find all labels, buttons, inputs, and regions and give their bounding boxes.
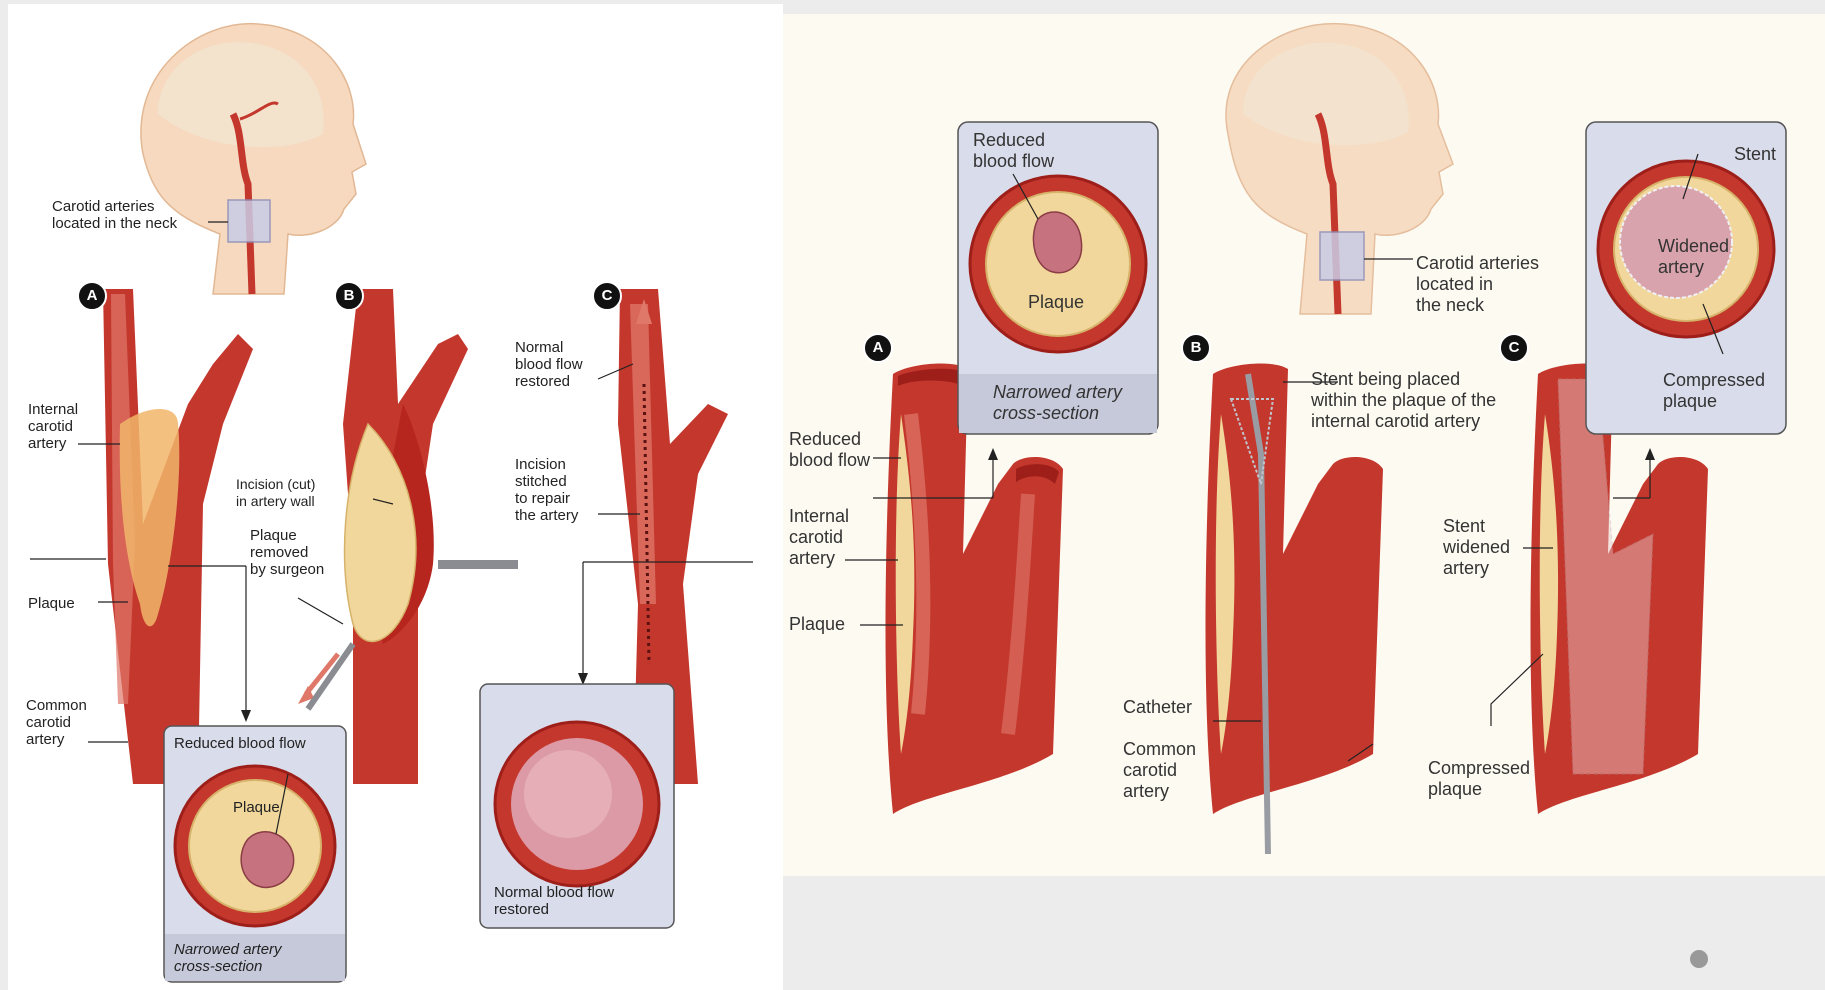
internal-carotid-label-left: Internal carotid artery bbox=[28, 401, 78, 452]
step-badge-c-right: C bbox=[1499, 333, 1529, 363]
catheter-label-right: Catheter bbox=[1123, 697, 1192, 718]
compressed-plaque-inset-label: Compressed plaque bbox=[1663, 370, 1765, 412]
stent-placed-label-right: Stent being placed within the plaque of … bbox=[1311, 369, 1496, 432]
head-label-right: Carotid arteries located in the neck bbox=[1416, 253, 1539, 316]
stent-widened-label-right: Stent widened artery bbox=[1443, 516, 1510, 579]
incision-stitched-label-left: Incision stitched to repair the artery bbox=[515, 456, 578, 524]
inset-a-caption-left: Narrowed artery cross-section bbox=[174, 941, 282, 975]
step-badge-a-left: A bbox=[77, 281, 107, 311]
inset-a-title-left: Reduced blood flow bbox=[174, 735, 306, 752]
common-carotid-label-right: Common carotid artery bbox=[1123, 739, 1196, 802]
inset-a-title-right: Reduced blood flow bbox=[973, 130, 1054, 172]
stent-label-right: Stent bbox=[1734, 144, 1776, 165]
normal-flow-label-left: Normal blood flow restored bbox=[515, 339, 583, 390]
internal-carotid-label-right: Internal carotid artery bbox=[789, 506, 849, 569]
artery-b-right bbox=[1206, 364, 1384, 854]
inset-a-caption-right: Narrowed artery cross-section bbox=[993, 382, 1122, 424]
step-badge-b-right: B bbox=[1181, 333, 1211, 363]
step-badge-a-right: A bbox=[863, 333, 893, 363]
inset-c-caption-left: Normal blood flow restored bbox=[494, 884, 614, 918]
endarterectomy-illustration bbox=[8, 4, 783, 990]
incision-label-left: Incision (cut) in artery wall bbox=[236, 476, 315, 510]
stenting-illustration bbox=[783, 14, 1825, 876]
plaque-label-right: Plaque bbox=[789, 614, 845, 635]
endarterectomy-panel: Carotid arteries located in the neck A B… bbox=[8, 4, 783, 990]
plaque-removed-label-left: Plaque removed by surgeon bbox=[250, 527, 324, 578]
stenting-panel: A B C Reduced blood flow Plaque Narrowed… bbox=[783, 14, 1825, 876]
reduced-flow-label-right: Reduced blood flow bbox=[789, 429, 870, 471]
widened-artery-inset-label: Widened artery bbox=[1658, 236, 1729, 278]
step-badge-c-left: C bbox=[592, 281, 622, 311]
step-badge-b-left: B bbox=[334, 281, 364, 311]
common-carotid-label-left: Common carotid artery bbox=[26, 697, 87, 748]
plaque-label-left: Plaque bbox=[28, 595, 75, 612]
inset-a-plaque-left: Plaque bbox=[233, 799, 280, 816]
inset-a-plaque-right: Plaque bbox=[1028, 292, 1084, 313]
head-figure-left bbox=[141, 24, 366, 294]
slide-dot-indicator bbox=[1690, 950, 1708, 968]
compressed-plaque-label-right: Compressed plaque bbox=[1428, 758, 1530, 800]
head-label-left: Carotid arteries located in the neck bbox=[52, 198, 177, 232]
